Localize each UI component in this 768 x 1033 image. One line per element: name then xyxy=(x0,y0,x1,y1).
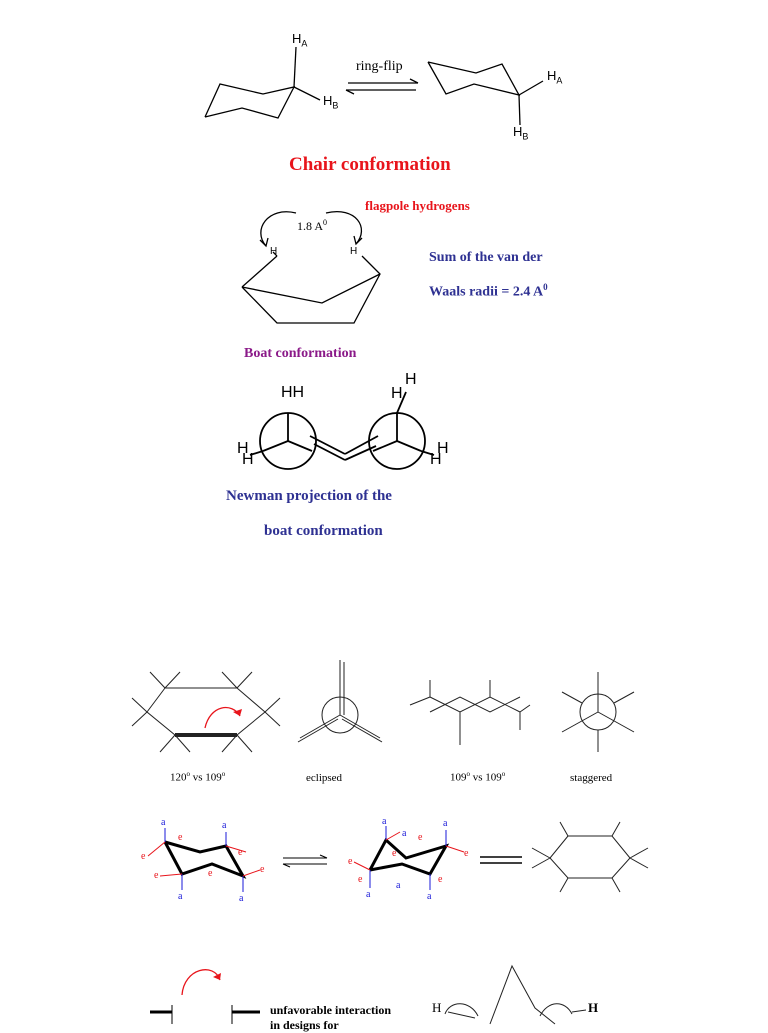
newman-h-top-left: HH xyxy=(281,384,305,401)
equatorial-label: e xyxy=(178,832,183,843)
newman-caption-line-1: Newman projection of the xyxy=(226,488,392,504)
chair-conformation-title: Chair conformation xyxy=(289,154,451,175)
axial-label: a xyxy=(427,891,432,902)
boat-structure xyxy=(241,251,381,324)
hexagon-right xyxy=(531,821,649,893)
newman-h-top-right-a: H xyxy=(405,371,417,388)
newman-boat xyxy=(249,391,435,470)
ring-flip-arrows xyxy=(345,78,419,95)
axial-label: a xyxy=(366,889,371,900)
axial-label: a xyxy=(382,816,387,827)
left-chair-structure xyxy=(204,46,321,119)
axial-label: a xyxy=(161,817,166,828)
equilibrium-arrows-2 xyxy=(282,854,328,868)
newman-h-right-a: H xyxy=(437,440,449,457)
equatorial-label: e xyxy=(464,848,469,859)
equatorial-label: e xyxy=(141,851,146,862)
axial-label: a xyxy=(443,818,448,829)
vdw-line-1: Sum of the van der xyxy=(429,250,543,265)
axial-equatorial-left xyxy=(147,828,261,892)
axial-label: a xyxy=(396,880,401,891)
flagpole-h-right: H xyxy=(350,246,358,257)
staggered-newman xyxy=(561,672,635,752)
chair-sawhorse xyxy=(409,680,531,745)
unfavorable-interaction-line-2: in designs for xyxy=(270,1018,339,1032)
bond-angle-arrow xyxy=(204,706,242,729)
axial-label: a xyxy=(239,893,244,904)
axial-label: a xyxy=(222,820,227,831)
newman-h-top-right-b: H xyxy=(391,385,403,402)
angle-label-chair: 109o vs 109o xyxy=(450,770,506,784)
angle-label-planar: 120o vs 109o xyxy=(170,770,226,784)
equatorial-label: e xyxy=(154,870,159,881)
ha-right-label: HA xyxy=(547,68,563,86)
flagpole-h-left: H xyxy=(270,246,278,257)
flagpole-distance-label: 1.8 A0 xyxy=(297,218,328,233)
unfavorable-interaction-line-1: unfavorable interaction xyxy=(270,1003,391,1017)
flagpole-arrows xyxy=(259,211,363,248)
equatorial-label: e xyxy=(438,874,443,885)
newman-h-right-b: H xyxy=(430,451,442,468)
equals-sign xyxy=(480,856,522,864)
axial-label: a xyxy=(178,891,183,902)
bottom-h-left: H xyxy=(432,1000,442,1015)
vdw-line-2: Waals radii = 2.4 A0 xyxy=(429,282,548,300)
ha-left-label: HA xyxy=(292,31,308,49)
equatorial-label: e xyxy=(358,874,363,885)
equatorial-label: e xyxy=(418,832,423,843)
bottom-h-right: H xyxy=(588,1000,599,1015)
equatorial-label: e xyxy=(260,864,265,875)
bottom-right-structure xyxy=(444,964,587,1025)
hb-left-label: HB xyxy=(323,93,339,111)
staggered-label: staggered xyxy=(570,772,613,784)
ring-flip-label: ring-flip xyxy=(356,59,403,74)
flagpole-hydrogens-label: flagpole hydrogens xyxy=(365,198,470,213)
axial-equatorial-right xyxy=(353,826,465,890)
newman-h-left-b: H xyxy=(242,451,254,468)
equatorial-label: e xyxy=(392,848,397,859)
eclipsed-newman xyxy=(297,660,383,743)
newman-h-left-a: H xyxy=(237,440,249,457)
equatorial-label: e xyxy=(238,847,243,858)
equatorial-label: e xyxy=(348,856,353,867)
eclipsed-label: eclipsed xyxy=(306,772,343,784)
right-chair-structure xyxy=(427,61,544,126)
newman-caption-line-2: boat conformation xyxy=(264,523,383,539)
planar-hexagon xyxy=(131,671,281,753)
equatorial-label: e xyxy=(208,868,213,879)
boat-conformation-caption: Boat conformation xyxy=(244,346,357,361)
axial-label: a xyxy=(402,828,407,839)
bottom-left-structure xyxy=(150,969,260,1024)
hb-right-label: HB xyxy=(513,124,529,142)
